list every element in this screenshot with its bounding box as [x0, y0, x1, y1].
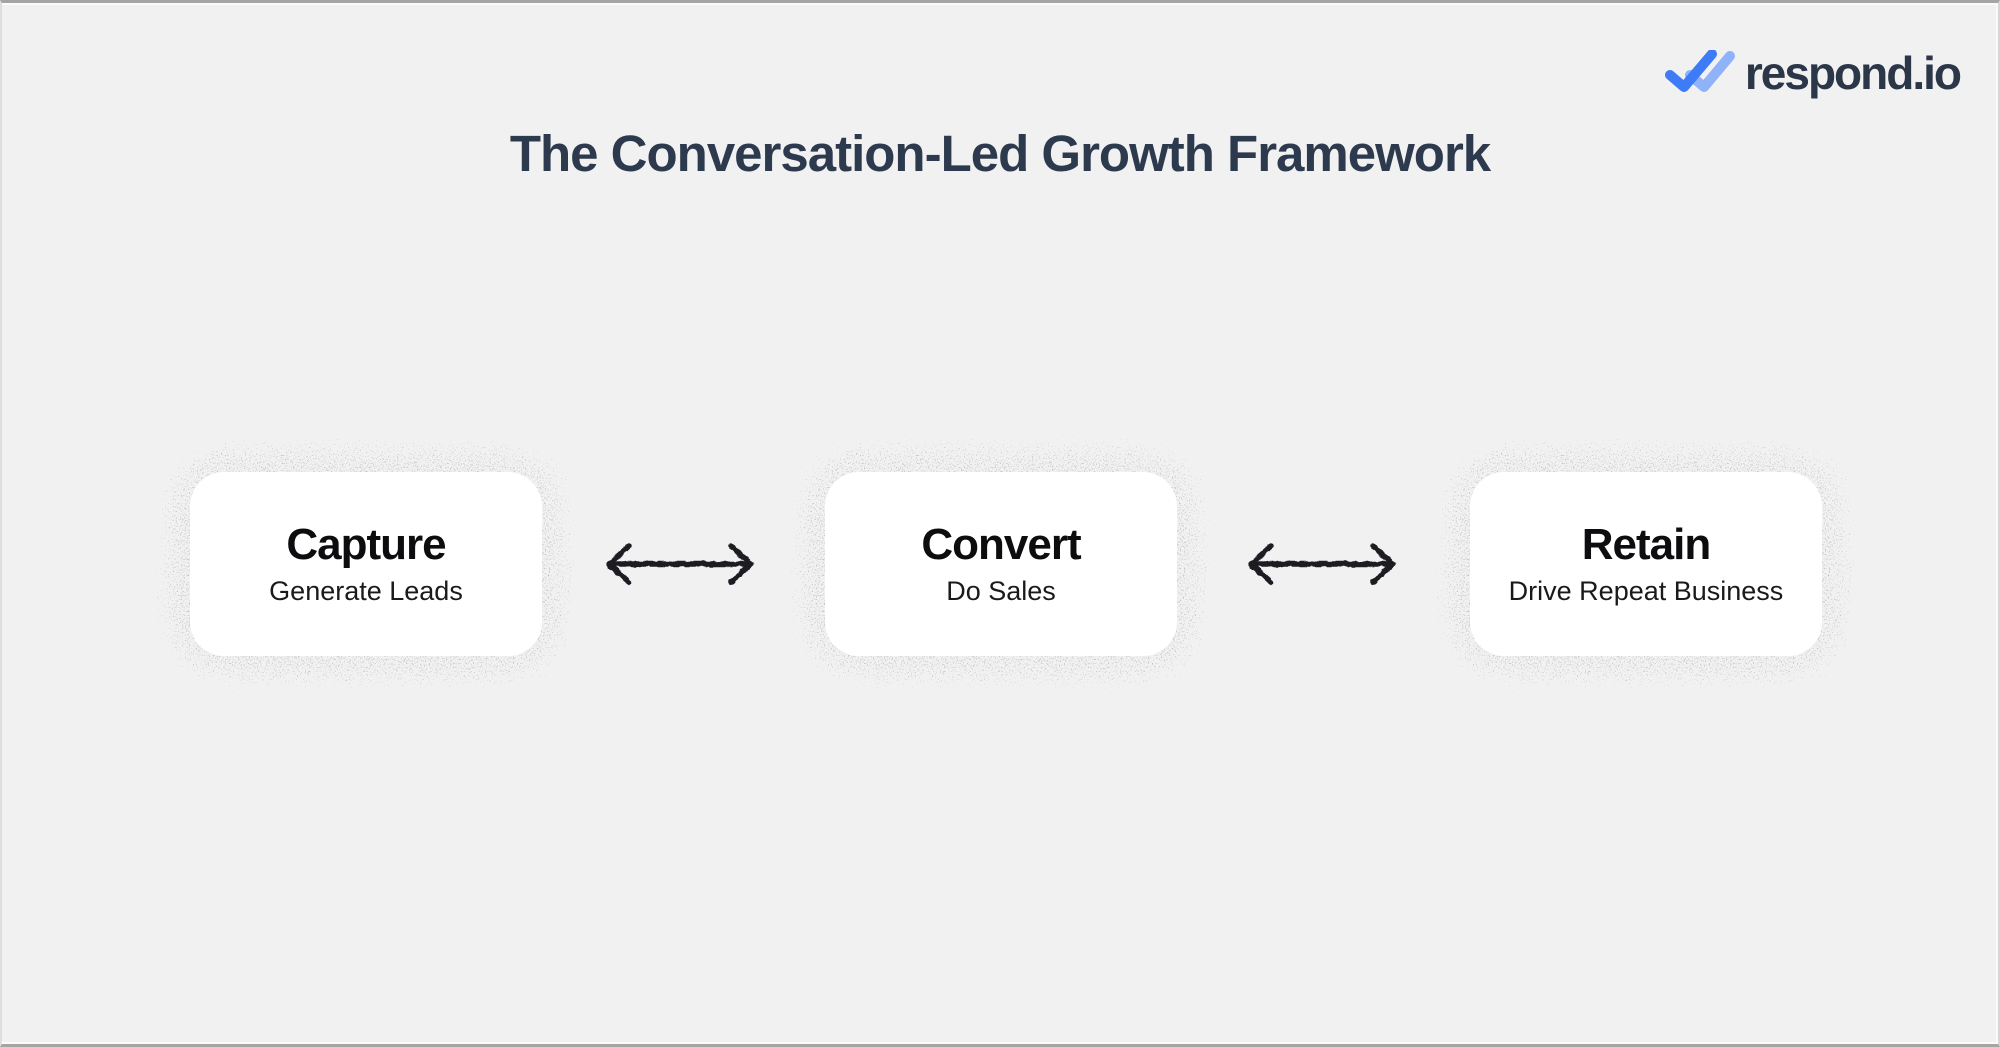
stage-card-body: Retain Drive Repeat Business — [1470, 472, 1822, 656]
double-headed-arrow-icon — [1248, 543, 1396, 585]
double-headed-arrow-icon — [606, 543, 754, 585]
stage-subtitle: Drive Repeat Business — [1508, 576, 1784, 606]
stage-subtitle: Generate Leads — [269, 576, 463, 606]
stage-title: Capture — [286, 519, 446, 569]
stage-card-capture: Capture Generate Leads — [190, 472, 542, 656]
double-check-icon — [1664, 50, 1735, 92]
stage-card-retain: Retain Drive Repeat Business — [1470, 472, 1822, 656]
logo-brand-text: respond.io — [1744, 47, 1962, 99]
page-title: The Conversation-Led Growth Framework — [509, 125, 1491, 182]
respondio-logo: respond.io — [1664, 45, 1962, 101]
stage-card-body: Capture Generate Leads — [190, 472, 542, 656]
stage-title: Retain — [1581, 519, 1711, 569]
stage-title: Convert — [921, 519, 1081, 569]
stage-card-body: Convert Do Sales — [825, 472, 1177, 656]
stage-subtitle: Do Sales — [946, 576, 1056, 606]
stage-card-convert: Convert Do Sales — [825, 472, 1177, 656]
